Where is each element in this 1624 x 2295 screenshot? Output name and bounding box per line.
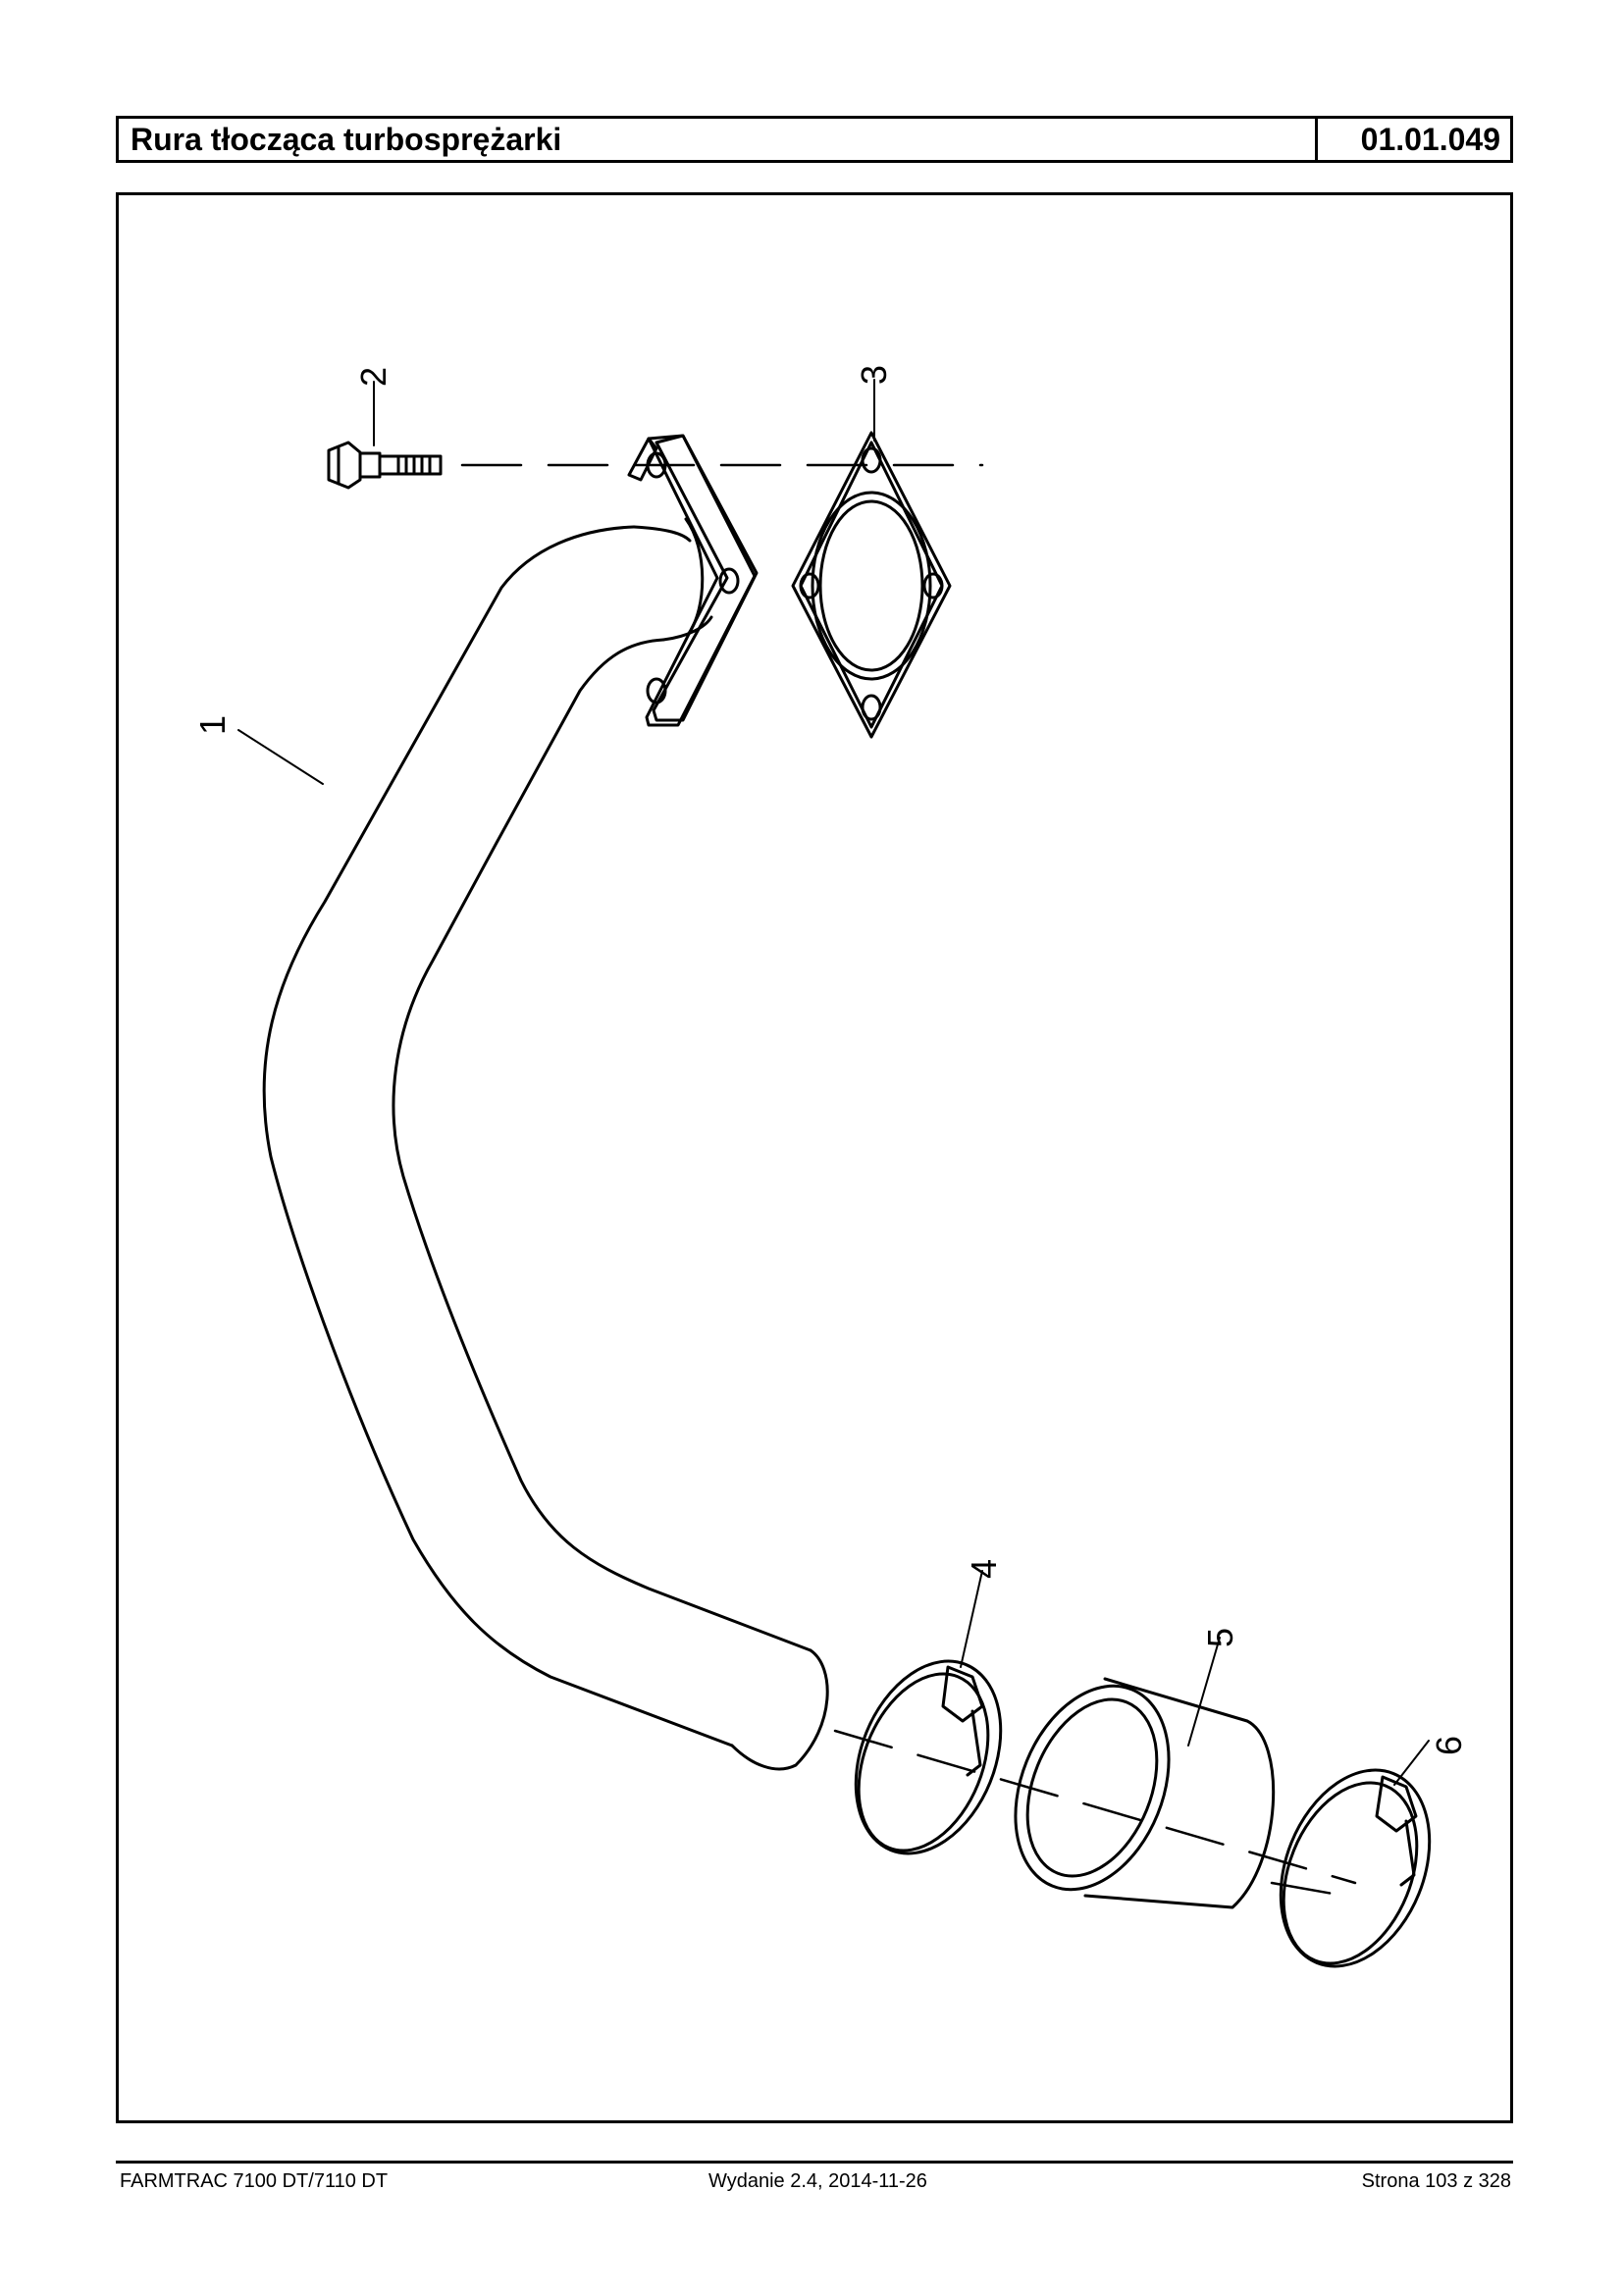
exploded-parts-diagram: 1 2 3 4 5 6 bbox=[192, 365, 1469, 1968]
leader-lines bbox=[237, 379, 1430, 1786]
pipe-flange bbox=[627, 434, 759, 727]
callout-2: 2 bbox=[353, 367, 393, 387]
footer-edition: Wydanie 2.4, 2014-11-26 bbox=[708, 2170, 927, 2192]
discharge-pipe bbox=[262, 525, 829, 1771]
alignment-axes bbox=[460, 463, 1357, 1900]
page-header: Rura tłocząca turbosprężarki 01.01.049 bbox=[116, 116, 1513, 163]
flange-gasket bbox=[791, 431, 952, 739]
footer-page-number: Strona 103 z 328 bbox=[1361, 2170, 1511, 2192]
diagram-frame: 1 2 3 4 5 6 bbox=[116, 192, 1513, 2123]
page-title: Rura tłocząca turbosprężarki bbox=[119, 119, 1318, 160]
footer-model: FARMTRAC 7100 DT/7110 DT bbox=[120, 2170, 389, 2192]
callout-4: 4 bbox=[964, 1559, 1004, 1579]
callout-3: 3 bbox=[854, 365, 894, 385]
flange-bolt bbox=[327, 441, 443, 490]
hose-clamp-6 bbox=[1279, 1768, 1432, 1968]
callout-6: 6 bbox=[1429, 1736, 1469, 1755]
footer-rule bbox=[116, 2161, 1513, 2164]
callout-1: 1 bbox=[192, 715, 233, 735]
callout-5: 5 bbox=[1200, 1628, 1240, 1647]
section-code: 01.01.049 bbox=[1360, 122, 1500, 157]
rubber-hose bbox=[1014, 1677, 1276, 1909]
